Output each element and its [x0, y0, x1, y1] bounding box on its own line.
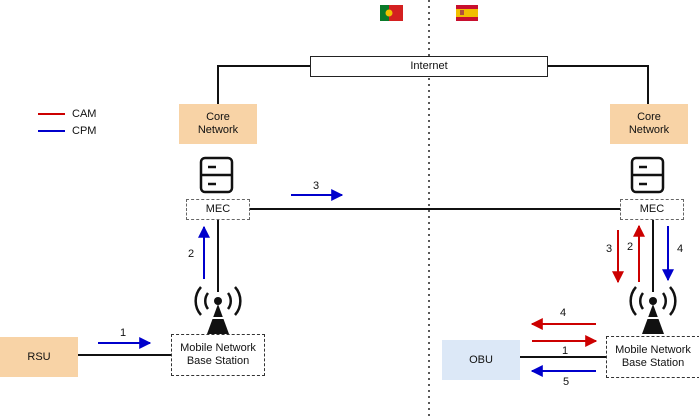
left-core-internet-link [217, 65, 310, 104]
spain-flag [456, 5, 478, 21]
portugal-flag [380, 5, 403, 21]
arrow-label-base-to-obu-blue: 5 [563, 376, 570, 388]
rsu-box: RSU [0, 337, 78, 377]
right-mec-label: MEC [639, 203, 665, 215]
left-base-station-box: Mobile Network Base Station [171, 334, 265, 376]
left-mec-label: MEC [205, 203, 231, 215]
left-base-station-label: Mobile Network Base Station [180, 342, 256, 367]
right-base-station-label: Mobile Network Base Station [615, 344, 691, 369]
left-core-network-box: Core Network [179, 104, 257, 144]
legend-cam-label: CAM [72, 108, 97, 120]
server-icon-left [199, 156, 234, 194]
obu-label: OBU [469, 353, 493, 366]
left-mec-box: MEC [186, 199, 250, 220]
right-base-station-box: Mobile Network Base Station [606, 336, 699, 378]
arrow-label-base-to-mec-left: 2 [188, 248, 195, 260]
arrow-label-right-mec-down-blue: 4 [677, 243, 684, 255]
arrow-label-obu-to-base-red: 1 [562, 345, 569, 357]
arrow-label-base-to-obu-red: 4 [560, 307, 567, 319]
arrow-label-mec-to-mec: 3 [313, 180, 320, 192]
left-core-network-label: Core Network [197, 111, 239, 136]
arrow-label-right-mec-down-red: 3 [606, 243, 613, 255]
antenna-tower-icon-right [629, 286, 677, 334]
obu-box: OBU [442, 340, 520, 380]
legend-cpm-label: CPM [72, 125, 97, 137]
server-icon-right [630, 156, 665, 194]
right-core-internet-link [548, 65, 649, 104]
internet-label: Internet [410, 60, 448, 72]
rsu-label: RSU [27, 350, 51, 363]
arrow-label-rsu-to-base: 1 [120, 327, 127, 339]
right-core-network-label: Core Network [628, 111, 670, 136]
internet-box: Internet [310, 56, 548, 77]
right-mec-box: MEC [620, 199, 684, 220]
right-core-network-box: Core Network [610, 104, 688, 144]
antenna-tower-icon-left [194, 286, 242, 334]
arrow-label-right-base-up-red: 2 [627, 241, 634, 253]
